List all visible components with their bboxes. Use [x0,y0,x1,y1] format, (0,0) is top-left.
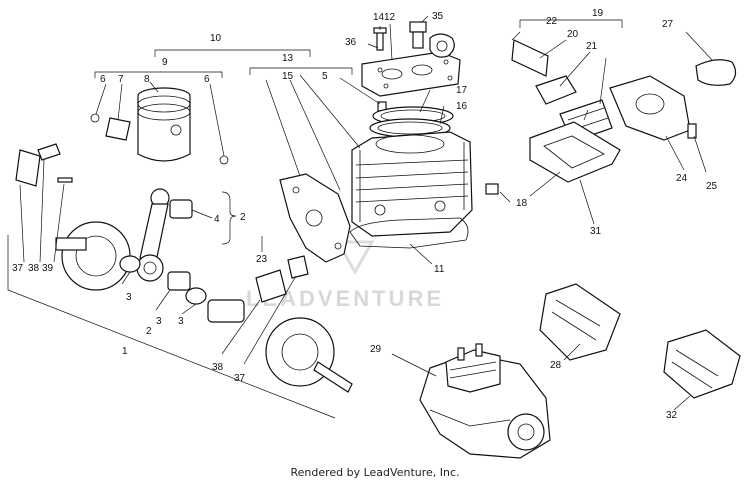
parts-bag-28 [539,283,621,361]
callout-numbers: 14 12 35 36 10 9 13 15 5 6 7 8 6 17 16 1… [12,8,718,421]
callout-14: 14 [373,12,385,23]
callout-7: 7 [118,74,124,85]
callout-12: 12 [384,12,396,23]
callout-3-c: 3 [178,316,184,327]
callout-11: 11 [434,264,445,275]
callout-19: 19 [592,8,604,19]
credit-text: Rendered by LeadVenture, Inc. [290,466,460,479]
callout-25: 25 [706,181,718,192]
callout-6-right: 6 [204,74,210,85]
reed-valve-assembly [511,39,621,183]
callout-39: 39 [42,263,54,274]
callout-18: 18 [516,198,528,209]
leader-lines [19,15,713,411]
callout-2-right: 2 [240,212,246,223]
complete-engine [419,343,551,459]
callout-20: 20 [567,29,579,40]
callout-21: 21 [586,41,598,52]
callout-32: 32 [666,410,678,421]
callout-16: 16 [456,101,468,112]
cylinder [351,131,473,237]
callout-2-bottom: 2 [146,326,152,337]
callout-29: 29 [370,344,382,355]
callout-6-left: 6 [100,74,106,85]
crank-half-right [207,299,353,393]
callout-17: 17 [456,85,468,96]
callout-37-left: 37 [12,263,24,274]
callout-5: 5 [322,71,328,82]
callout-24: 24 [676,173,688,184]
base-gasket [349,217,469,249]
callout-22: 22 [546,16,558,27]
callout-8: 8 [144,74,150,85]
piston-assembly [90,87,229,165]
callout-3-a: 3 [126,292,132,303]
callout-28: 28 [550,360,562,371]
callout-1: 1 [122,346,128,357]
callout-35: 35 [432,11,444,22]
callout-10: 10 [210,33,222,44]
intake-manifold [485,59,737,195]
cylinder-head [361,51,461,97]
callout-23: 23 [256,254,268,265]
callout-15: 15 [282,71,294,82]
callout-38-left: 38 [28,263,40,274]
callout-27: 27 [662,19,674,30]
callout-3-b: 3 [156,316,162,327]
connecting-rod [136,188,193,291]
callout-13: 13 [282,53,294,64]
group-brackets [7,19,623,419]
parts-bag-32 [663,329,741,399]
callout-9: 9 [162,57,168,68]
callout-36: 36 [345,37,357,48]
callout-37-right: 37 [234,373,246,384]
head-gaskets [369,106,454,138]
spark-plug-35 [409,21,455,58]
callout-38-right: 38 [212,362,224,373]
callout-31: 31 [590,226,602,237]
exhaust-flange [279,173,351,263]
crank-half-left [55,221,207,305]
callout-4: 4 [214,214,220,225]
seal-plates [15,143,309,303]
